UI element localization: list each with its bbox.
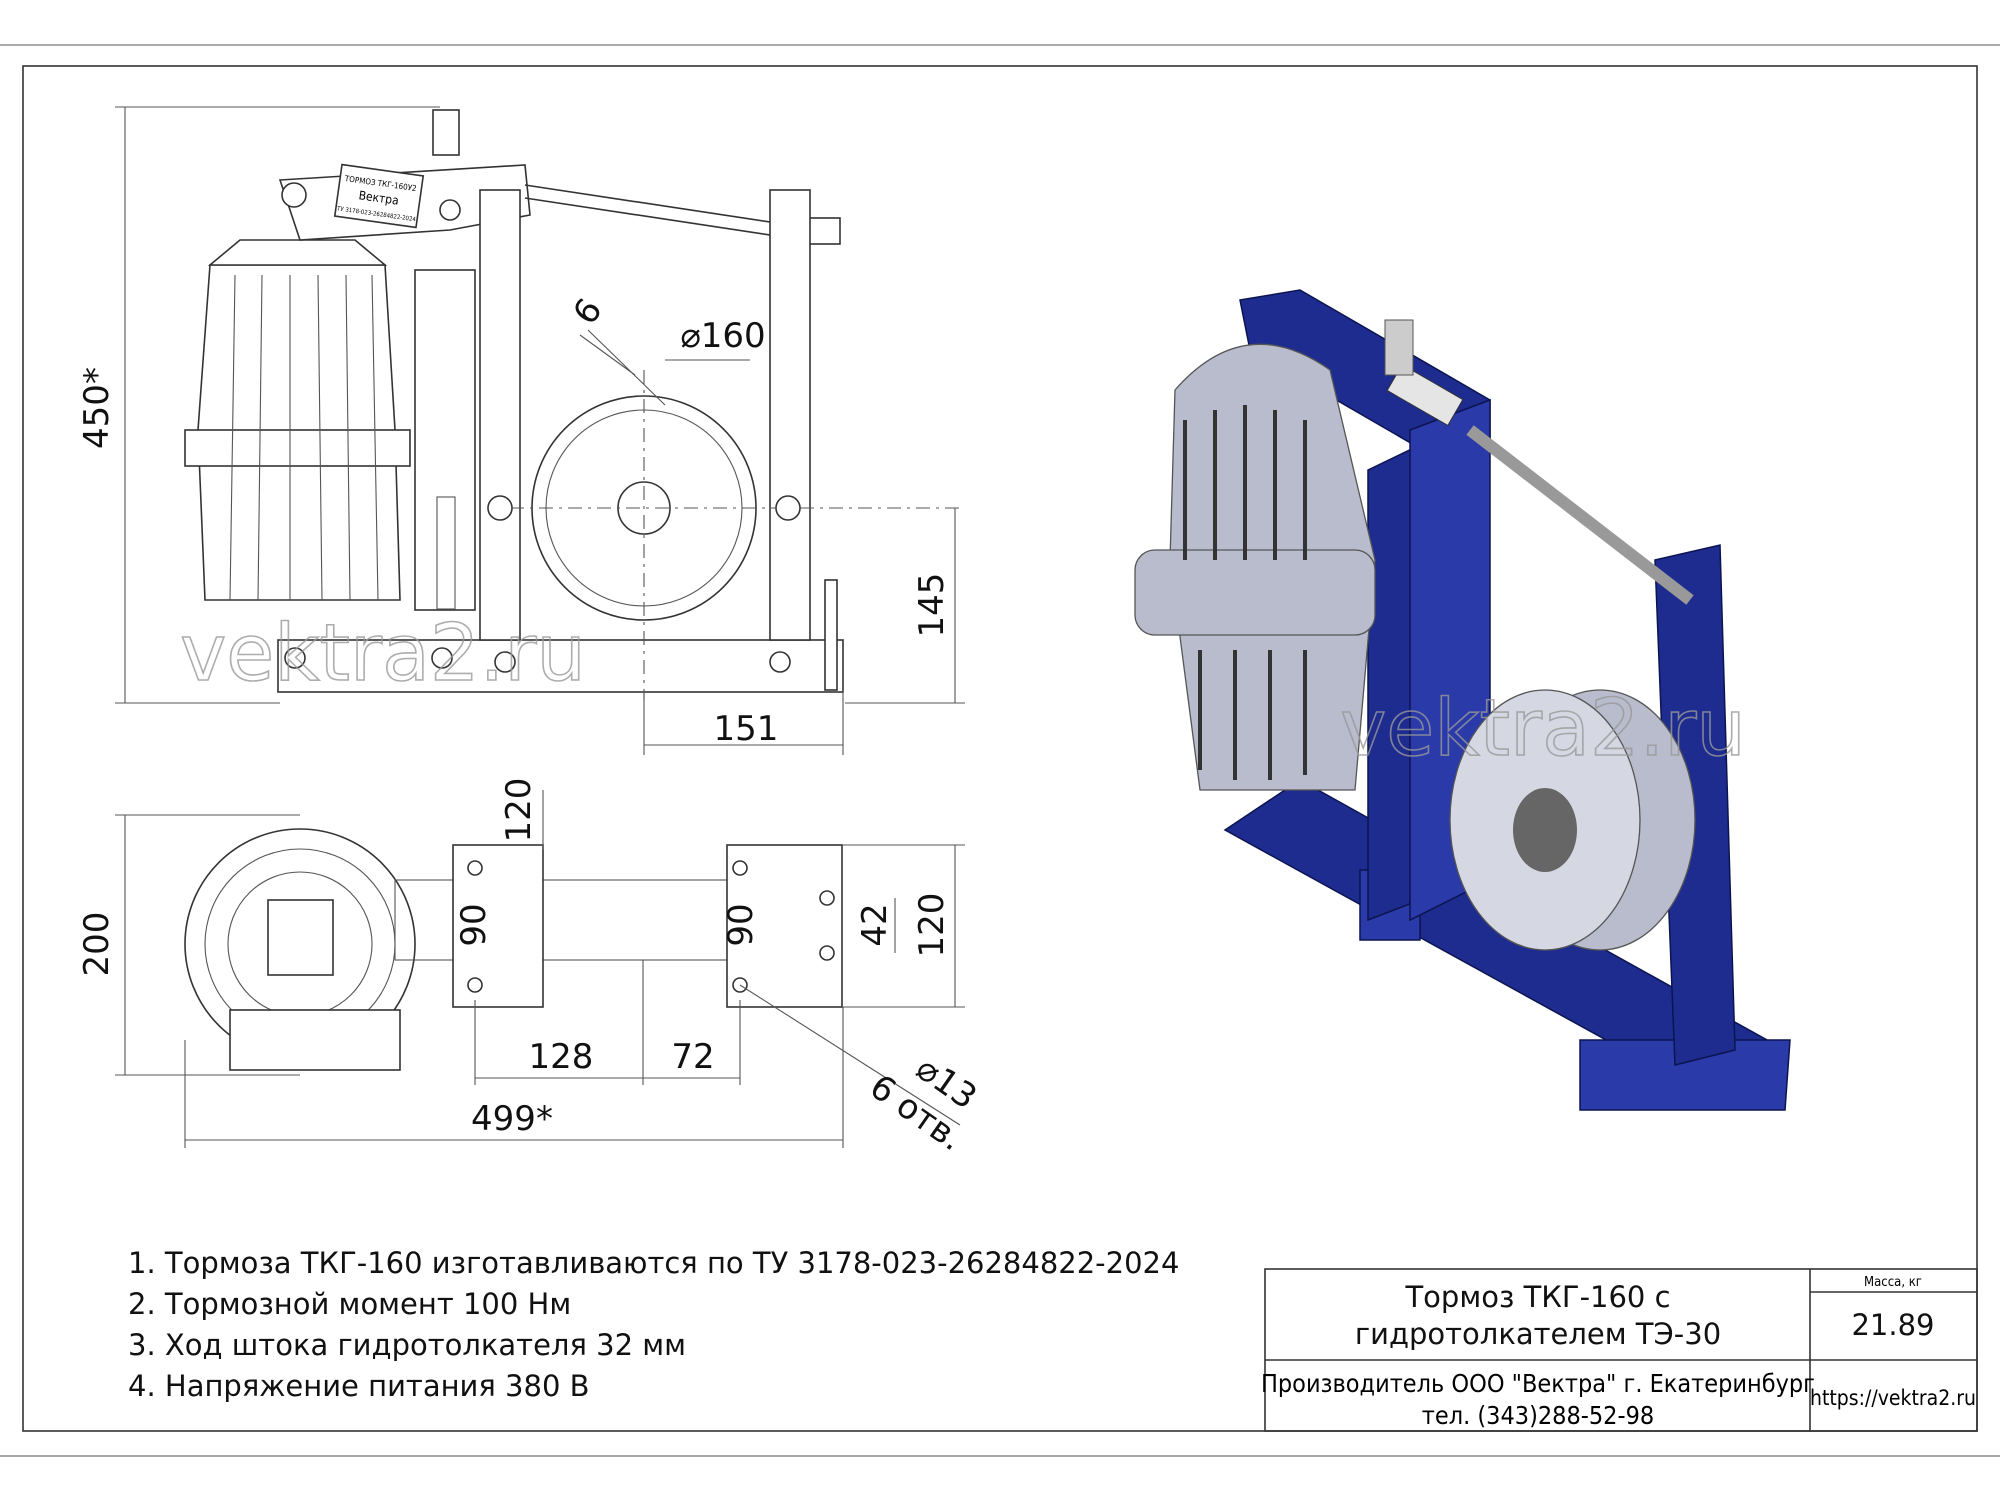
render-drum-hub xyxy=(1513,788,1577,872)
brake-3d-render xyxy=(1134,289,1791,1111)
left-plate xyxy=(452,844,544,1008)
pull-rod xyxy=(524,184,791,226)
dim-plate-width-left: 120 xyxy=(499,778,539,843)
top-dimension-lines xyxy=(115,790,965,1148)
dim-plate-gap-left: 90 xyxy=(454,903,494,946)
note-2: 2. Тормозной момент 100 Нм xyxy=(128,1287,571,1321)
title-block: Тормоз ТКГ-160 с гидротолкателем ТЭ-30 М… xyxy=(1261,1268,1978,1432)
watermark-right: vektra2.ru xyxy=(1340,684,1746,774)
note-3: 3. Ход штока гидротолкателя 32 мм xyxy=(128,1328,686,1362)
manufacturer: Производитель ООО "Вектра" г. Екатеринбу… xyxy=(1261,1369,1815,1398)
note-1: 1. Тормоза ТКГ-160 изготавливаются по ТУ… xyxy=(128,1246,1179,1280)
nameplate xyxy=(333,163,425,229)
title-line2: гидротолкателем ТЭ-30 xyxy=(1355,1317,1721,1351)
dim-span-1: 128 xyxy=(529,1037,594,1077)
dim-hole-spacing: 42 xyxy=(855,903,895,946)
drawing-frame xyxy=(22,65,1978,1432)
dim-axis-height: 145 xyxy=(912,573,952,638)
technical-notes: 1. Тормоза ТКГ-160 изготавливаются по ТУ… xyxy=(128,1246,1179,1403)
dim-plate-gap-right: 90 xyxy=(721,903,761,946)
dim-plate-width-right: 120 xyxy=(912,893,952,958)
dim-height-total: 450* xyxy=(77,367,117,449)
front-view: ТОРМОЗ ТКГ-160У2 Вектра ТУ 3178-023-2628… xyxy=(77,106,965,755)
dim-shift: 6 xyxy=(565,291,610,332)
phone: тел. (343)288-52-98 xyxy=(1422,1401,1654,1430)
motor-fins xyxy=(229,274,379,601)
frame-top xyxy=(394,879,756,961)
front-dimension-lines xyxy=(115,106,965,755)
dim-span-2: 72 xyxy=(671,1037,714,1077)
render-motor-flange xyxy=(1134,549,1376,636)
right-brake-arm xyxy=(769,189,811,641)
watermark-left: vektra2.ru xyxy=(180,609,586,699)
base-plate xyxy=(277,639,844,693)
render-motor-fins xyxy=(1183,405,1307,780)
spring xyxy=(436,496,456,610)
dim-width-total: 200 xyxy=(77,912,117,977)
adjust-bolt xyxy=(432,109,460,156)
stop-bolt xyxy=(824,579,838,691)
note-4: 4. Напряжение питания 380 В xyxy=(128,1369,590,1403)
terminal-box xyxy=(229,1009,401,1071)
website-link[interactable]: https://vektra2.ru xyxy=(1810,1386,1976,1410)
motor-cap xyxy=(207,239,388,266)
motor-flange xyxy=(184,429,411,467)
pusher-cylinder xyxy=(414,269,476,611)
render-rod xyxy=(1466,425,1694,605)
nameplate-line2: Вектра xyxy=(358,188,400,207)
dim-axis-offset: 151 xyxy=(714,709,779,749)
mass-label: Масса, кг xyxy=(1864,1275,1922,1290)
title-line1: Тормоз ТКГ-160 с xyxy=(1404,1280,1670,1314)
left-brake-arm xyxy=(479,189,521,641)
dim-disc-diameter: ⌀160 xyxy=(680,316,765,356)
mass-value: 21.89 xyxy=(1851,1308,1934,1342)
top-view: 200 120 90 90 42 120 128 72 499* ⌀13 6 о… xyxy=(77,778,984,1160)
dim-length-total: 499* xyxy=(471,1099,553,1139)
